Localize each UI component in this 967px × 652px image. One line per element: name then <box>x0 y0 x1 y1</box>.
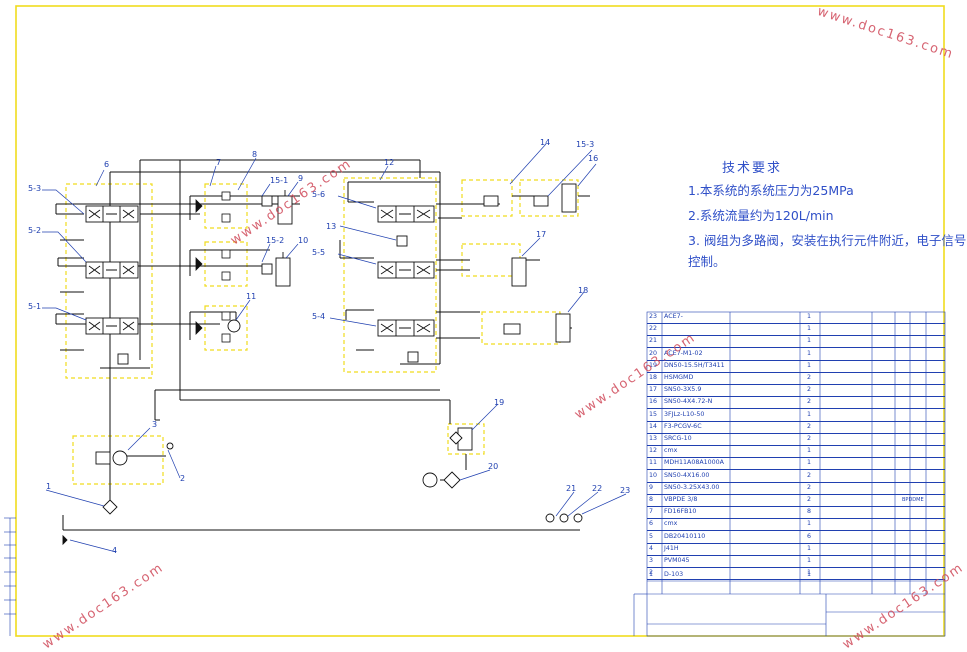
valve-5-1 <box>85 317 139 365</box>
filter-19 <box>449 431 463 445</box>
label-2: 2 <box>180 474 186 483</box>
leader-lines <box>42 143 627 553</box>
label-23: 23 <box>620 486 631 495</box>
label-5-3: 5-3 <box>28 184 42 193</box>
module-14 <box>461 179 513 217</box>
cylinders <box>261 183 577 343</box>
module-7-8-bot <box>204 305 248 351</box>
label-15-2: 15-2 <box>266 236 285 245</box>
components-misc <box>62 319 583 546</box>
label-3: 3 <box>152 420 158 429</box>
requirements-title: 技术要求 <box>722 161 783 176</box>
gauge-22 <box>559 513 569 523</box>
bom-table <box>633 311 946 637</box>
label-22: 22 <box>592 484 603 493</box>
valve-block-12 <box>343 177 437 373</box>
valve-5-6 <box>377 205 435 223</box>
label-11: 11 <box>246 292 257 301</box>
cylinder-16 <box>561 183 577 213</box>
label-12: 12 <box>384 158 395 167</box>
valve-18 <box>503 323 521 335</box>
label-5-6: 5-6 <box>312 190 326 199</box>
requirement-1: 1.本系统的系统压力为25MPa <box>688 183 854 198</box>
label-1: 1 <box>46 482 52 491</box>
module-7-8-top <box>204 183 248 229</box>
electric-motor-20 <box>422 472 438 488</box>
hydraulic-schematic <box>4 5 946 637</box>
module-7-8-mid <box>204 241 248 287</box>
component-labels: 1 2 3 4 5-1 5-2 5-3 5-4 5-5 5-6 6 7 8 9 … <box>28 138 631 555</box>
gauge-21 <box>545 513 555 523</box>
label-6: 6 <box>104 160 110 169</box>
valve-block-6 <box>65 183 153 379</box>
label-14: 14 <box>540 138 551 147</box>
label-8: 8 <box>252 150 258 159</box>
pump-module-3 <box>72 435 164 485</box>
label-21: 21 <box>566 484 577 493</box>
check-valves-7-8 <box>195 191 231 343</box>
sheet-border <box>15 5 945 637</box>
label-19: 19 <box>494 398 505 407</box>
module-boxes <box>65 177 579 485</box>
label-13: 13 <box>326 222 337 231</box>
label-15-3: 15-3 <box>576 140 595 149</box>
valve-5-3 <box>85 205 139 223</box>
valve-5-4 <box>377 319 435 363</box>
label-5-1: 5-1 <box>28 302 42 311</box>
valve-5-2 <box>85 261 139 279</box>
cylinder-18 <box>555 313 571 343</box>
valve-15-3 <box>533 195 549 207</box>
valve-14 <box>483 195 499 207</box>
label-4: 4 <box>112 546 118 555</box>
label-15-1: 15-1 <box>270 176 289 185</box>
left-edge-marks <box>4 517 16 636</box>
label-5-2: 5-2 <box>28 226 42 235</box>
requirement-2: 2.系统流量约为120L/min <box>688 208 834 223</box>
pump-3 <box>112 450 128 466</box>
valve-5-5 <box>377 261 435 279</box>
gauge-23 <box>573 513 583 523</box>
requirement-3: 3. 阀组为多路阀，安装在执行元件附近，电子信号 <box>688 233 967 248</box>
label-5-4: 5-4 <box>312 312 326 321</box>
label-5-5: 5-5 <box>312 248 326 257</box>
label-16: 16 <box>588 154 599 163</box>
label-20: 20 <box>488 462 499 471</box>
module-15-3 <box>519 179 579 217</box>
label-10: 10 <box>298 236 309 245</box>
label-9: 9 <box>298 174 304 183</box>
requirement-3-cont: 控制。 <box>688 254 726 269</box>
hydraulic-motor-11 <box>227 319 241 333</box>
label-17: 17 <box>536 230 547 239</box>
label-18: 18 <box>578 286 589 295</box>
cylinder-17 <box>511 257 527 287</box>
valve-13 <box>396 235 408 247</box>
label-7: 7 <box>216 158 222 167</box>
filter-1 <box>102 499 118 515</box>
